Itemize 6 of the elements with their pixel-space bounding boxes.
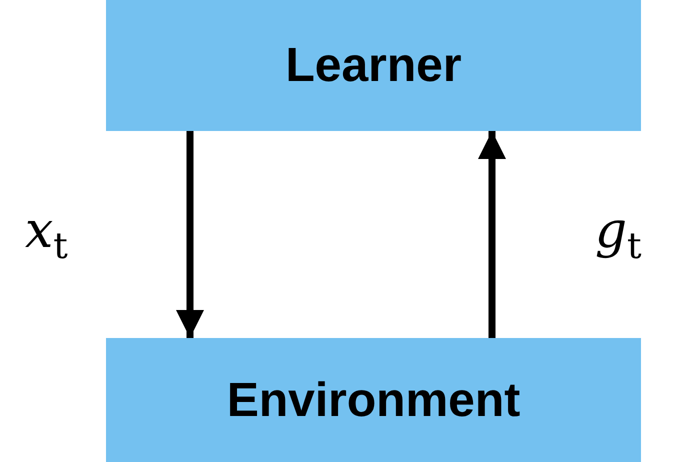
process-box <box>106 338 641 462</box>
arrow <box>176 131 204 338</box>
box-label: Learner <box>285 38 462 93</box>
box-label: Environment <box>226 372 520 428</box>
process-box <box>106 0 641 131</box>
arrow <box>478 131 506 338</box>
